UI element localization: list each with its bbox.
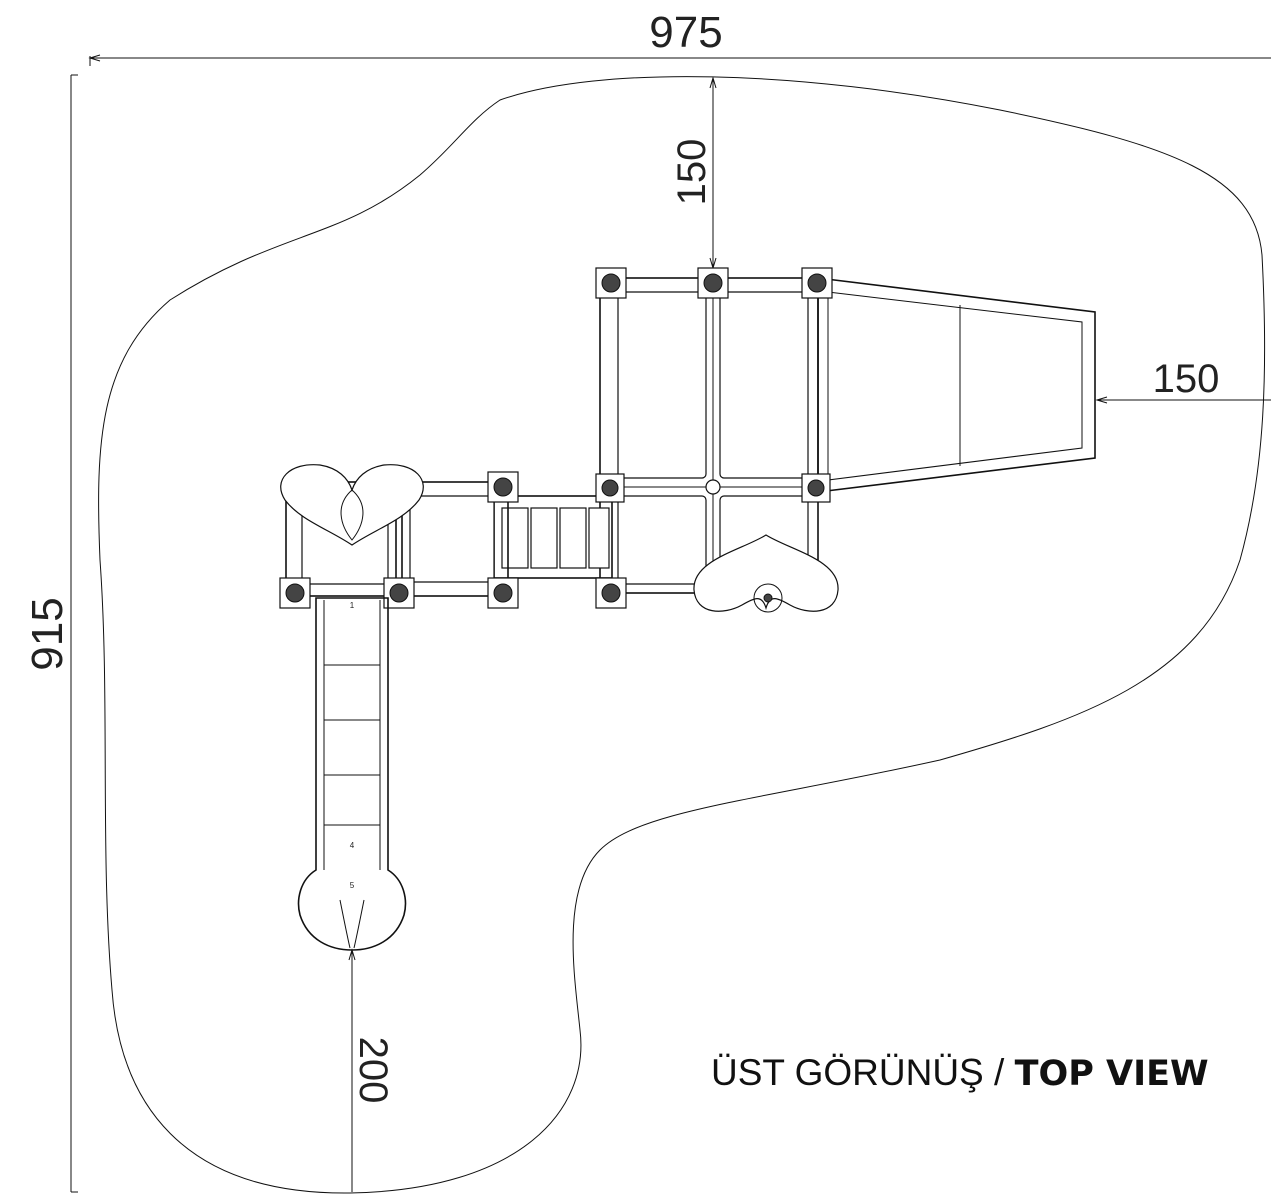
posts — [279, 267, 833, 609]
seat-left — [280, 464, 424, 546]
top-clearance-dimension: 150 — [670, 76, 717, 270]
small-tower-frame — [395, 481, 509, 597]
width-dimension-label: 975 — [649, 8, 722, 57]
slide-segment-label: 5 — [350, 881, 355, 890]
view-caption-en: TOP VIEW — [1015, 1054, 1209, 1094]
view-caption-tr: ÜST GÖRÜNÜŞ / — [711, 1052, 1015, 1093]
right-clearance-dimension: 150 — [1095, 357, 1271, 404]
depth-dimension-label: 915 — [23, 597, 72, 670]
slide-clearance-label: 200 — [351, 1037, 395, 1104]
ramp-panel — [817, 277, 1096, 493]
width-dimension: 975 — [88, 8, 1271, 66]
top-clearance-label: 150 — [670, 139, 714, 206]
depth-dimension: 915 — [23, 74, 78, 1193]
deck-panel — [617, 495, 707, 585]
deck-panel — [617, 291, 707, 479]
play-structure: 1 4 5 — [279, 267, 1096, 951]
seat-right — [693, 534, 839, 613]
deck-panel — [719, 291, 809, 479]
slide-clearance-dimension: 200 — [348, 948, 395, 1192]
right-clearance-label: 150 — [1153, 357, 1220, 401]
slide: 1 4 5 — [297, 597, 407, 951]
safety-zone-outline — [98, 76, 1266, 1194]
deck-panel — [409, 495, 495, 583]
perforated-panels — [501, 507, 610, 569]
view-caption: ÜST GÖRÜNÜŞ / TOP VIEW — [711, 1052, 1209, 1094]
slide-segment-label: 1 — [350, 601, 355, 610]
slide-segment-label: 4 — [350, 841, 355, 850]
